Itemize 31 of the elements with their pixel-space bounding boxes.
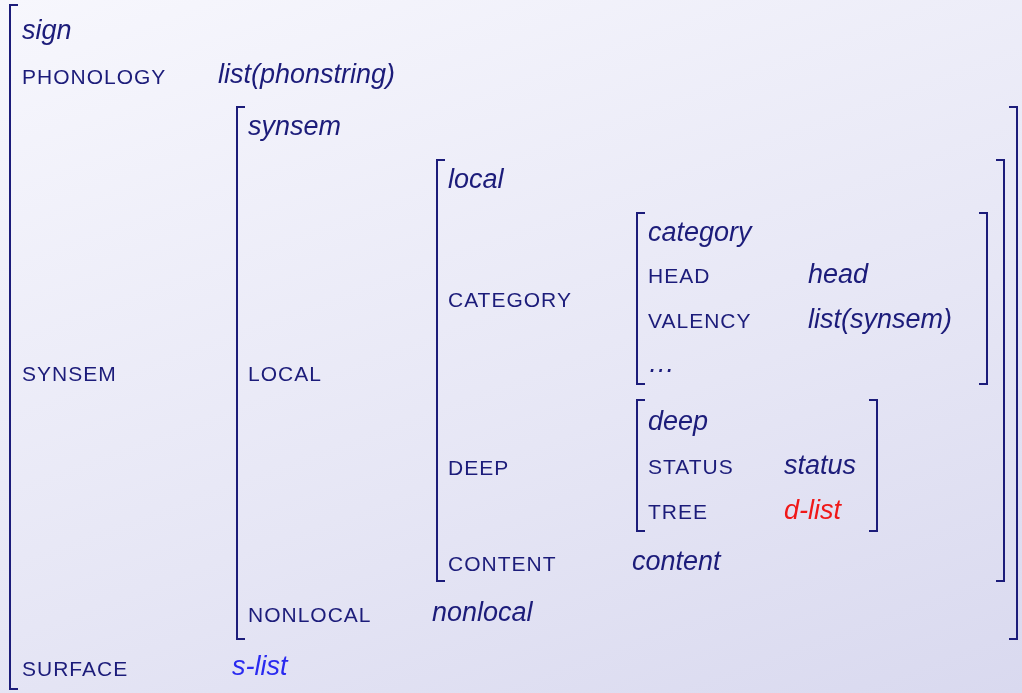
type-label: synsem (248, 113, 342, 141)
attribute-value-matrix (10, 5, 1020, 689)
type-label: category (648, 219, 752, 247)
feature-value: list(synsem) (808, 306, 952, 334)
feature-value: nonlocal (432, 599, 533, 627)
feature-name: CONTENT (448, 553, 557, 575)
attribute-value-matrix (437, 160, 1004, 581)
feature-name: SYNSEM (22, 363, 117, 385)
attribute-value-matrix (237, 107, 1017, 639)
feature-value: content (632, 548, 721, 576)
feature-name: PHONOLOGY (22, 66, 167, 88)
feature-value: list(phonstring) (218, 61, 396, 89)
feature-value: … (648, 350, 675, 378)
feature-name: STATUS (648, 456, 734, 478)
type-label: deep (648, 408, 709, 436)
feature-name: VALENCY (648, 310, 752, 332)
feature-name: SURFACE (22, 658, 129, 680)
feature-name: TREE (648, 501, 708, 523)
feature-name: CATEGORY (448, 289, 572, 311)
feature-name: LOCAL (248, 363, 322, 385)
feature-name: HEAD (648, 265, 711, 287)
feature-name: NONLOCAL (248, 604, 372, 626)
feature-value: d-list (784, 497, 841, 525)
feature-value: status (784, 452, 857, 480)
attribute-value-matrix (637, 400, 877, 531)
attribute-value-matrix (637, 213, 987, 384)
feature-value: head (808, 261, 869, 289)
feature-value: s-list (232, 653, 288, 681)
type-label: sign (22, 17, 72, 45)
feature-name: DEEP (448, 457, 510, 479)
type-label: local (448, 166, 504, 194)
